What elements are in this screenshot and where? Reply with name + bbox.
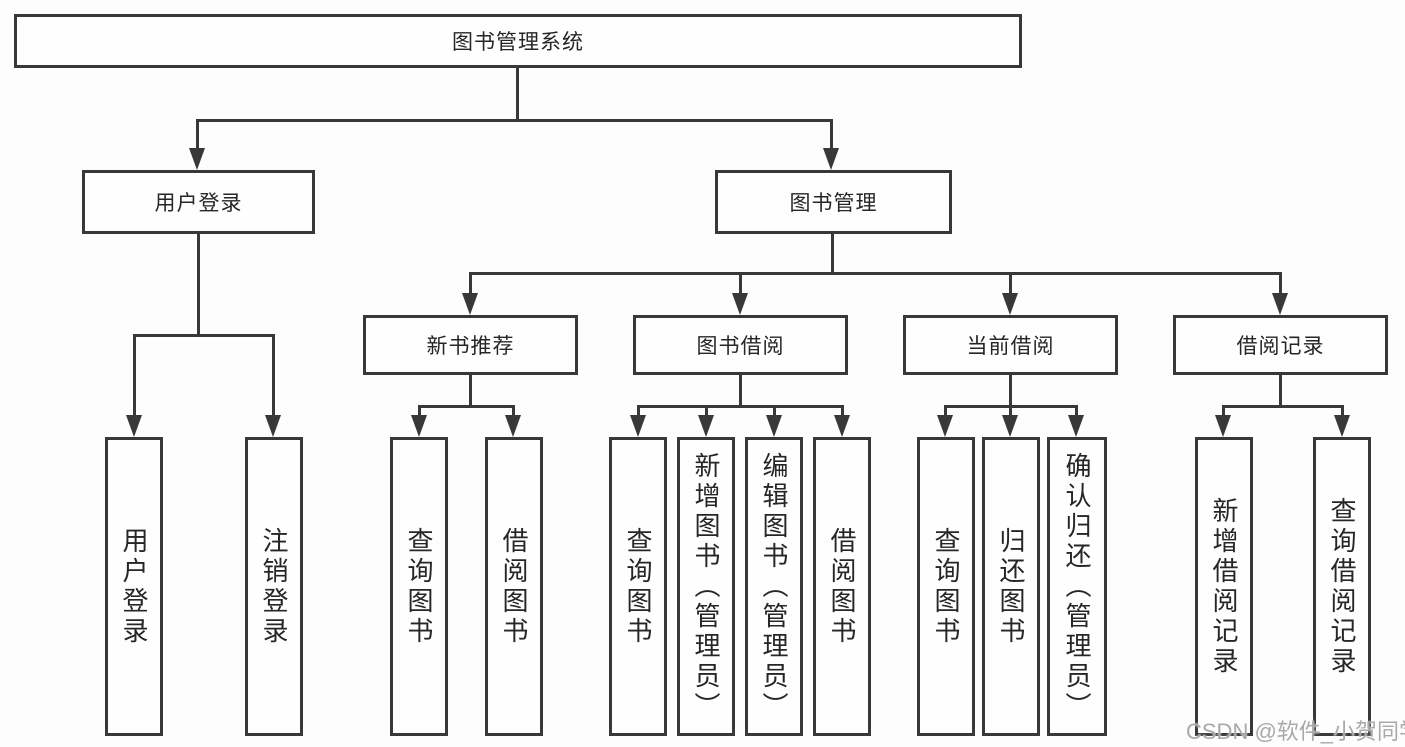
leaf-confirm-return-admin: 确认归还（管理员） <box>1047 437 1107 736</box>
node-root-label: 图书管理系统 <box>452 31 584 54</box>
connector-root-stem <box>516 68 519 119</box>
node-current-borrowing-label: 当前借阅 <box>966 335 1055 358</box>
node-user-login: 用户登录 <box>82 170 315 234</box>
connector-stem-user-login <box>196 119 199 151</box>
connector-stem-leaf <box>272 334 275 418</box>
leaf-query-books-borrowing: 查询图书 <box>609 437 667 736</box>
arrow-down-icon <box>766 415 782 437</box>
arrow-down-icon <box>1334 415 1350 437</box>
connector-stem-leaf <box>944 405 947 418</box>
arrow-down-icon <box>823 148 839 170</box>
connector-branch-book-borrowing <box>637 405 843 408</box>
arrow-down-icon <box>630 415 646 437</box>
leaf-borrow-books-recommend: 借阅图书 <box>485 437 543 736</box>
connector-stem-leaf <box>512 405 515 418</box>
arrow-down-icon <box>1215 415 1231 437</box>
arrow-down-icon <box>265 415 281 437</box>
connector-stem-leaf <box>133 334 136 418</box>
node-root: 图书管理系统 <box>14 14 1022 68</box>
connector-branch-user-login <box>133 334 275 337</box>
connector-stem-leaf <box>637 405 640 418</box>
node-book-management-label: 图书管理 <box>789 192 878 215</box>
connector-branch-level1 <box>196 119 833 122</box>
leaf-query-books-current-label: 查询图书 <box>931 526 961 647</box>
leaf-user-login-label: 用户登录 <box>119 526 149 647</box>
connector-stem-new-book <box>469 272 472 296</box>
node-borrowing-records-label: 借阅记录 <box>1236 335 1325 358</box>
arrow-down-icon <box>1002 293 1018 315</box>
leaf-query-books-recommend: 查询图书 <box>390 437 448 736</box>
leaf-edit-books-admin-label: 编辑图书（管理员） <box>759 451 789 722</box>
leaf-add-borrow-record: 新增借阅记录 <box>1195 437 1253 736</box>
leaf-borrow-books-recommend-label: 借阅图书 <box>499 526 529 647</box>
node-current-borrowing: 当前借阅 <box>903 315 1118 375</box>
connector-current-borrowing-stem <box>1009 375 1012 408</box>
arrow-down-icon <box>834 415 850 437</box>
connector-book-management-stem <box>831 234 834 275</box>
connector-borrowing-records-stem <box>1279 375 1282 408</box>
arrow-down-icon <box>937 415 953 437</box>
connector-branch-new-book <box>418 405 515 408</box>
connector-stem-leaf <box>705 405 708 418</box>
connector-stem-leaf <box>1222 405 1225 418</box>
arrow-down-icon <box>411 415 427 437</box>
leaf-query-borrow-record-label: 查询借阅记录 <box>1327 496 1357 677</box>
connector-stem-book-management <box>830 119 833 151</box>
node-book-borrowing: 图书借阅 <box>633 315 848 375</box>
node-new-book-recommendation: 新书推荐 <box>363 315 578 375</box>
arrow-down-icon <box>1272 293 1288 315</box>
arrow-down-icon <box>1068 415 1084 437</box>
connector-stem-borrowing-records <box>1279 272 1282 296</box>
arrow-down-icon <box>126 415 142 437</box>
leaf-borrow-books-label: 借阅图书 <box>827 526 857 647</box>
connector-stem-leaf <box>1075 405 1078 418</box>
arrow-down-icon <box>698 415 714 437</box>
leaf-user-login: 用户登录 <box>105 437 163 736</box>
connector-new-book-stem <box>469 375 472 408</box>
leaf-logout: 注销登录 <box>245 437 303 736</box>
node-user-login-label: 用户登录 <box>154 192 243 215</box>
leaf-logout-label: 注销登录 <box>259 526 289 647</box>
node-borrowing-records: 借阅记录 <box>1173 315 1388 375</box>
connector-branch-borrowing-records <box>1222 405 1343 408</box>
arrow-down-icon <box>462 293 478 315</box>
connector-stem-leaf <box>1009 405 1012 418</box>
node-book-borrowing-label: 图书借阅 <box>696 335 785 358</box>
node-book-management: 图书管理 <box>715 170 952 234</box>
connector-branch-level3 <box>469 272 1282 275</box>
leaf-query-books-borrowing-label: 查询图书 <box>623 526 653 647</box>
csdn-watermark: CSDN @软件_小贺同学 <box>1186 719 1405 744</box>
node-new-book-recommendation-label: 新书推荐 <box>426 335 515 358</box>
leaf-confirm-return-admin-label: 确认归还（管理员） <box>1062 451 1092 722</box>
leaf-add-books-admin-label: 新增图书（管理员） <box>691 451 721 722</box>
connector-book-borrowing-stem <box>739 375 742 408</box>
leaf-borrow-books: 借阅图书 <box>813 437 871 736</box>
leaf-return-books: 归还图书 <box>982 437 1040 736</box>
leaf-return-books-label: 归还图书 <box>996 526 1026 647</box>
leaf-query-books-recommend-label: 查询图书 <box>404 526 434 647</box>
leaf-query-borrow-record: 查询借阅记录 <box>1313 437 1371 736</box>
connector-stem-leaf <box>841 405 844 418</box>
arrow-down-icon <box>505 415 521 437</box>
connector-user-login-stem <box>197 234 200 337</box>
leaf-edit-books-admin: 编辑图书（管理员） <box>745 437 803 736</box>
connector-stem-leaf <box>773 405 776 418</box>
leaf-add-borrow-record-label: 新增借阅记录 <box>1209 496 1239 677</box>
connector-stem-current-borrowing <box>1009 272 1012 296</box>
arrow-down-icon <box>1002 415 1018 437</box>
leaf-query-books-current: 查询图书 <box>917 437 975 736</box>
connector-stem-leaf <box>418 405 421 418</box>
leaf-add-books-admin: 新增图书（管理员） <box>677 437 735 736</box>
arrow-down-icon <box>732 293 748 315</box>
arrow-down-icon <box>189 148 205 170</box>
connector-stem-leaf <box>1341 405 1344 418</box>
connector-stem-book-borrowing <box>739 272 742 296</box>
